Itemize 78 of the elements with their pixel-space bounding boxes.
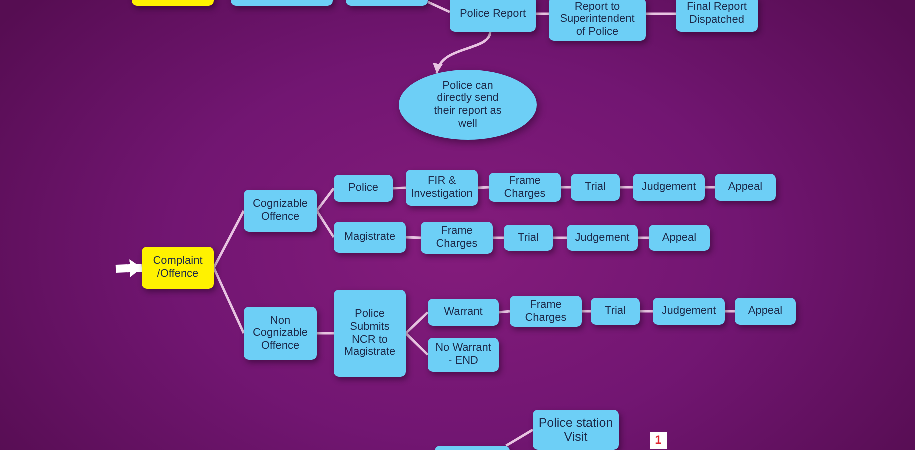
connector-line xyxy=(478,186,490,190)
process-box xyxy=(510,296,582,327)
box-label: FIR & Investigation xyxy=(410,175,474,201)
connector-line xyxy=(493,236,504,240)
process-box xyxy=(334,175,393,202)
connector-line xyxy=(405,312,429,334)
box-label: Judgement xyxy=(662,305,716,318)
box-label: Cognizable Offence xyxy=(252,198,310,224)
box-label: Police Submits NCR to Magistrate xyxy=(343,308,397,359)
box-label: Trial xyxy=(585,181,606,194)
box-label: Frame Charges xyxy=(524,298,568,324)
arrow xyxy=(434,32,492,74)
box-label: Frame Charges xyxy=(435,225,479,251)
box-label: Appeal xyxy=(748,305,783,318)
process-box xyxy=(676,0,758,32)
connector-line xyxy=(536,12,549,16)
box-label: Judgement xyxy=(575,232,630,244)
process-box xyxy=(244,307,317,360)
connector-line xyxy=(646,12,676,16)
box-label: Final Report Dispatched xyxy=(686,1,748,27)
box-label: Warrant xyxy=(444,306,483,319)
connector-line xyxy=(427,0,451,14)
process-box xyxy=(428,338,499,372)
box-label: Complaint /Offence xyxy=(152,255,204,281)
box-label: Frame Charges xyxy=(503,174,547,200)
process-box xyxy=(489,173,561,202)
connector-line xyxy=(705,186,715,189)
process-box xyxy=(334,290,406,377)
connector-line xyxy=(498,310,510,314)
process-box xyxy=(549,0,646,41)
process-box xyxy=(715,174,776,201)
connector-line xyxy=(553,236,567,240)
connector-line xyxy=(316,188,335,212)
process-box xyxy=(653,298,725,325)
box-label: Police can directly send their report as well xyxy=(433,80,503,130)
connector-line xyxy=(316,210,336,238)
process-box xyxy=(334,222,406,253)
box-label: Appeal xyxy=(728,181,763,194)
connector-line xyxy=(212,210,246,269)
process-box xyxy=(633,174,705,201)
process-box xyxy=(428,299,499,326)
box-label: Trial xyxy=(605,305,626,318)
arrow xyxy=(116,259,142,278)
box-label: Trial xyxy=(518,232,539,244)
connector-line xyxy=(405,332,429,356)
process-box xyxy=(591,298,640,325)
box-label: Police Report xyxy=(460,8,526,20)
box-label: Non Cognizable Offence xyxy=(252,314,310,352)
box-label: Appeal xyxy=(662,232,697,244)
box-label: Report to Superintendent of Police xyxy=(559,0,636,38)
process-box xyxy=(421,222,493,254)
box-label: Judgement xyxy=(642,181,696,194)
connector-line xyxy=(725,310,735,313)
connector-line xyxy=(506,428,534,448)
box-label: Police station Visit xyxy=(538,416,614,444)
connector-line xyxy=(638,236,649,240)
process-box xyxy=(649,225,710,251)
box-label: No Warrant - END xyxy=(435,342,492,368)
process-box xyxy=(571,174,620,201)
connector-line xyxy=(620,186,633,189)
process-box xyxy=(244,190,317,232)
process-box xyxy=(504,225,553,251)
connector-line xyxy=(212,267,246,334)
process-box xyxy=(735,298,796,325)
process-box xyxy=(450,0,536,32)
connector-line xyxy=(406,236,422,240)
connector-line xyxy=(582,310,591,313)
process-box xyxy=(567,225,638,251)
start-box xyxy=(142,247,214,289)
connector-line xyxy=(561,186,571,189)
process-box xyxy=(406,170,478,206)
box-label: Police xyxy=(348,182,378,195)
connector-line xyxy=(317,332,334,335)
connector-line xyxy=(640,310,653,313)
box-label: Magistrate xyxy=(344,231,396,244)
process-box xyxy=(533,410,619,450)
connector-line xyxy=(392,186,406,190)
callout-number: 1 xyxy=(650,432,667,449)
